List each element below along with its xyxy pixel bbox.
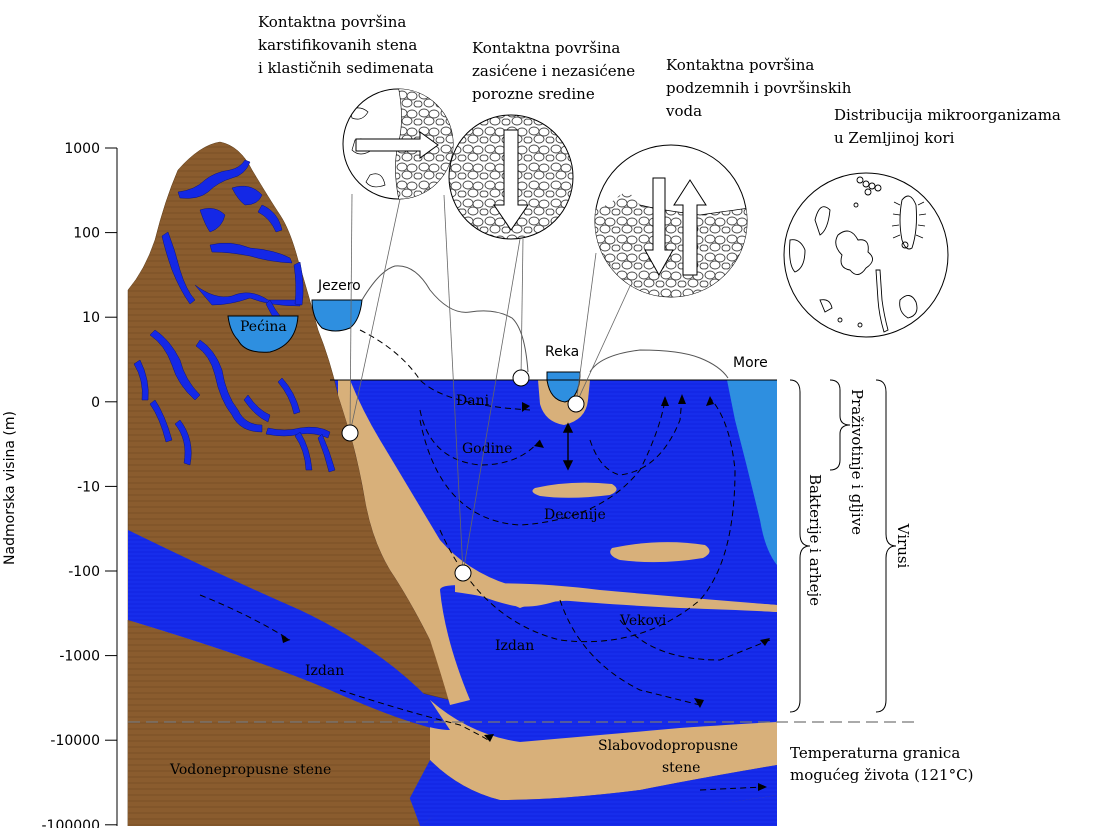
y-axis-tick-label: -10 [77, 479, 100, 495]
time-label-dani: Dani [456, 393, 490, 409]
inset-karst-contact [343, 85, 460, 205]
y-axis-label: Nadmorska visina (m) [2, 411, 18, 565]
range-label-bacteria: Bakterije i arheje [806, 474, 824, 606]
range-braces [790, 380, 896, 712]
time-label-decenije: Decenije [544, 507, 606, 523]
y-axis-tick-label: -100000 [42, 818, 101, 828]
callout-4-line-1: Distribucija mikroorganizama [834, 106, 1061, 124]
callout-1-line-1: Kontaktna površina [258, 13, 406, 31]
cave-label: Pećina [240, 319, 287, 335]
temperature-label-2: mogućeg života (121°C) [790, 766, 973, 784]
callout-1-line-2: karstifikovanih stena [258, 36, 417, 54]
y-axis-tick-label: 100 [73, 226, 100, 242]
time-label-godine: Godine [462, 441, 512, 457]
inset-microorganisms [784, 173, 948, 337]
callout-title-2: Kontaktna površina zasićene i nezasićene… [472, 39, 635, 103]
callout-3-line-2: podzemnih i površinskih [666, 79, 852, 97]
callout-title-1: Kontaktna površina karstifikovanih stena… [258, 13, 434, 77]
callout-2-line-1: Kontaktna površina [472, 39, 620, 57]
callout-2-line-3: porozne sredine [472, 85, 595, 103]
sea-label: More [733, 355, 768, 371]
weakly-permeable-label-2: stene [662, 760, 700, 776]
aquifer-label-2: Izdan [305, 663, 344, 679]
impermeable-label: Vodonepropusne stene [169, 762, 331, 778]
lake-label: Jezero [317, 278, 361, 294]
river-label: Reka [545, 344, 579, 360]
callout-3-line-1: Kontaktna površina [666, 56, 814, 74]
callout-2-line-2: zasićene i nezasićene [472, 62, 635, 80]
callout-title-4: Distribucija mikroorganizama u Zemljinoj… [834, 106, 1061, 147]
lake [312, 300, 362, 331]
callout-3-line-3: voda [665, 102, 702, 120]
y-axis-tick-label: -1000 [59, 649, 100, 665]
y-axis-tick-label: 0 [91, 395, 100, 411]
callout-1-line-3: i klastičnih sedimenata [258, 59, 434, 77]
y-axis-tick-label: -100 [68, 564, 100, 580]
callout-title-3: Kontaktna površina podzemnih i površinsk… [665, 56, 852, 120]
y-axis-tick-label: 1000 [64, 141, 100, 157]
y-axis-tick-label: 10 [82, 310, 100, 326]
callout-4-line-2: u Zemljinoj kori [834, 129, 955, 147]
range-label-viruses: Virusi [894, 523, 912, 569]
weakly-permeable-label-1: Slabovodopropusne [598, 738, 738, 754]
aquifer-label-1: Izdan [495, 638, 534, 654]
range-label-protists: Praživotinje i gljive [848, 389, 866, 535]
inset-groundwater-contact [595, 145, 750, 300]
y-axis-tick-label: -10000 [50, 733, 100, 749]
temperature-label-1: Temperaturna granica [790, 744, 960, 762]
time-label-vekovi: Vekovi [619, 613, 667, 629]
inset-porous-contact [449, 115, 573, 239]
